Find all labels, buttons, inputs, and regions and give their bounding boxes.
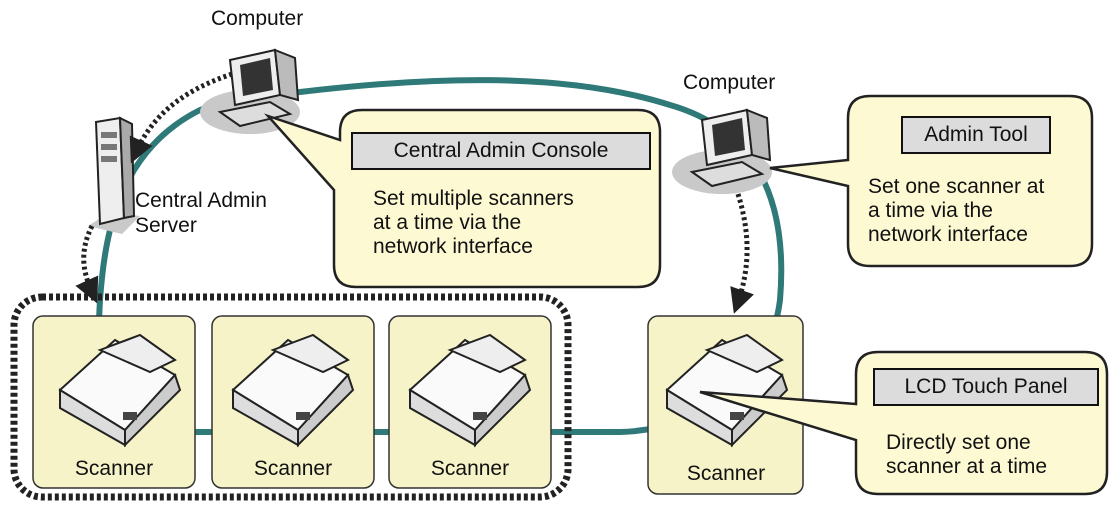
admin-tool-description: Set one scanner at a time via the networ… (868, 175, 1045, 246)
scanner-group-border (10, 293, 572, 501)
central-admin-server-label: Central Admin Server (135, 189, 267, 237)
scanner-icon (231, 333, 355, 448)
admin-tool-title: Admin Tool (901, 116, 1051, 154)
scanner-icon (408, 333, 532, 448)
scanner-icon (58, 333, 182, 448)
scanner-label: Scanner (253, 457, 333, 480)
scanner-label: Scanner (430, 457, 510, 480)
computer-icon (672, 108, 772, 194)
server-icon (88, 116, 140, 234)
arrow-server-to-scanners (75, 224, 99, 304)
scanner-label: Scanner (686, 462, 766, 485)
computer-top-label: Computer (211, 7, 304, 30)
lcd-touch-panel-description: Directly set one scanner at a time (886, 431, 1048, 478)
arrow-computer-to-server (129, 71, 233, 164)
computer-right-label: Computer (683, 71, 776, 94)
scanner-label: Scanner (74, 457, 154, 480)
central-admin-console-title: Central Admin Console (351, 132, 651, 170)
lcd-touch-panel-title: LCD Touch Panel (873, 368, 1099, 406)
arrow-computer-to-scanner (730, 193, 754, 314)
central-admin-console-description: Set multiple scanners at a time via the … (373, 187, 574, 258)
